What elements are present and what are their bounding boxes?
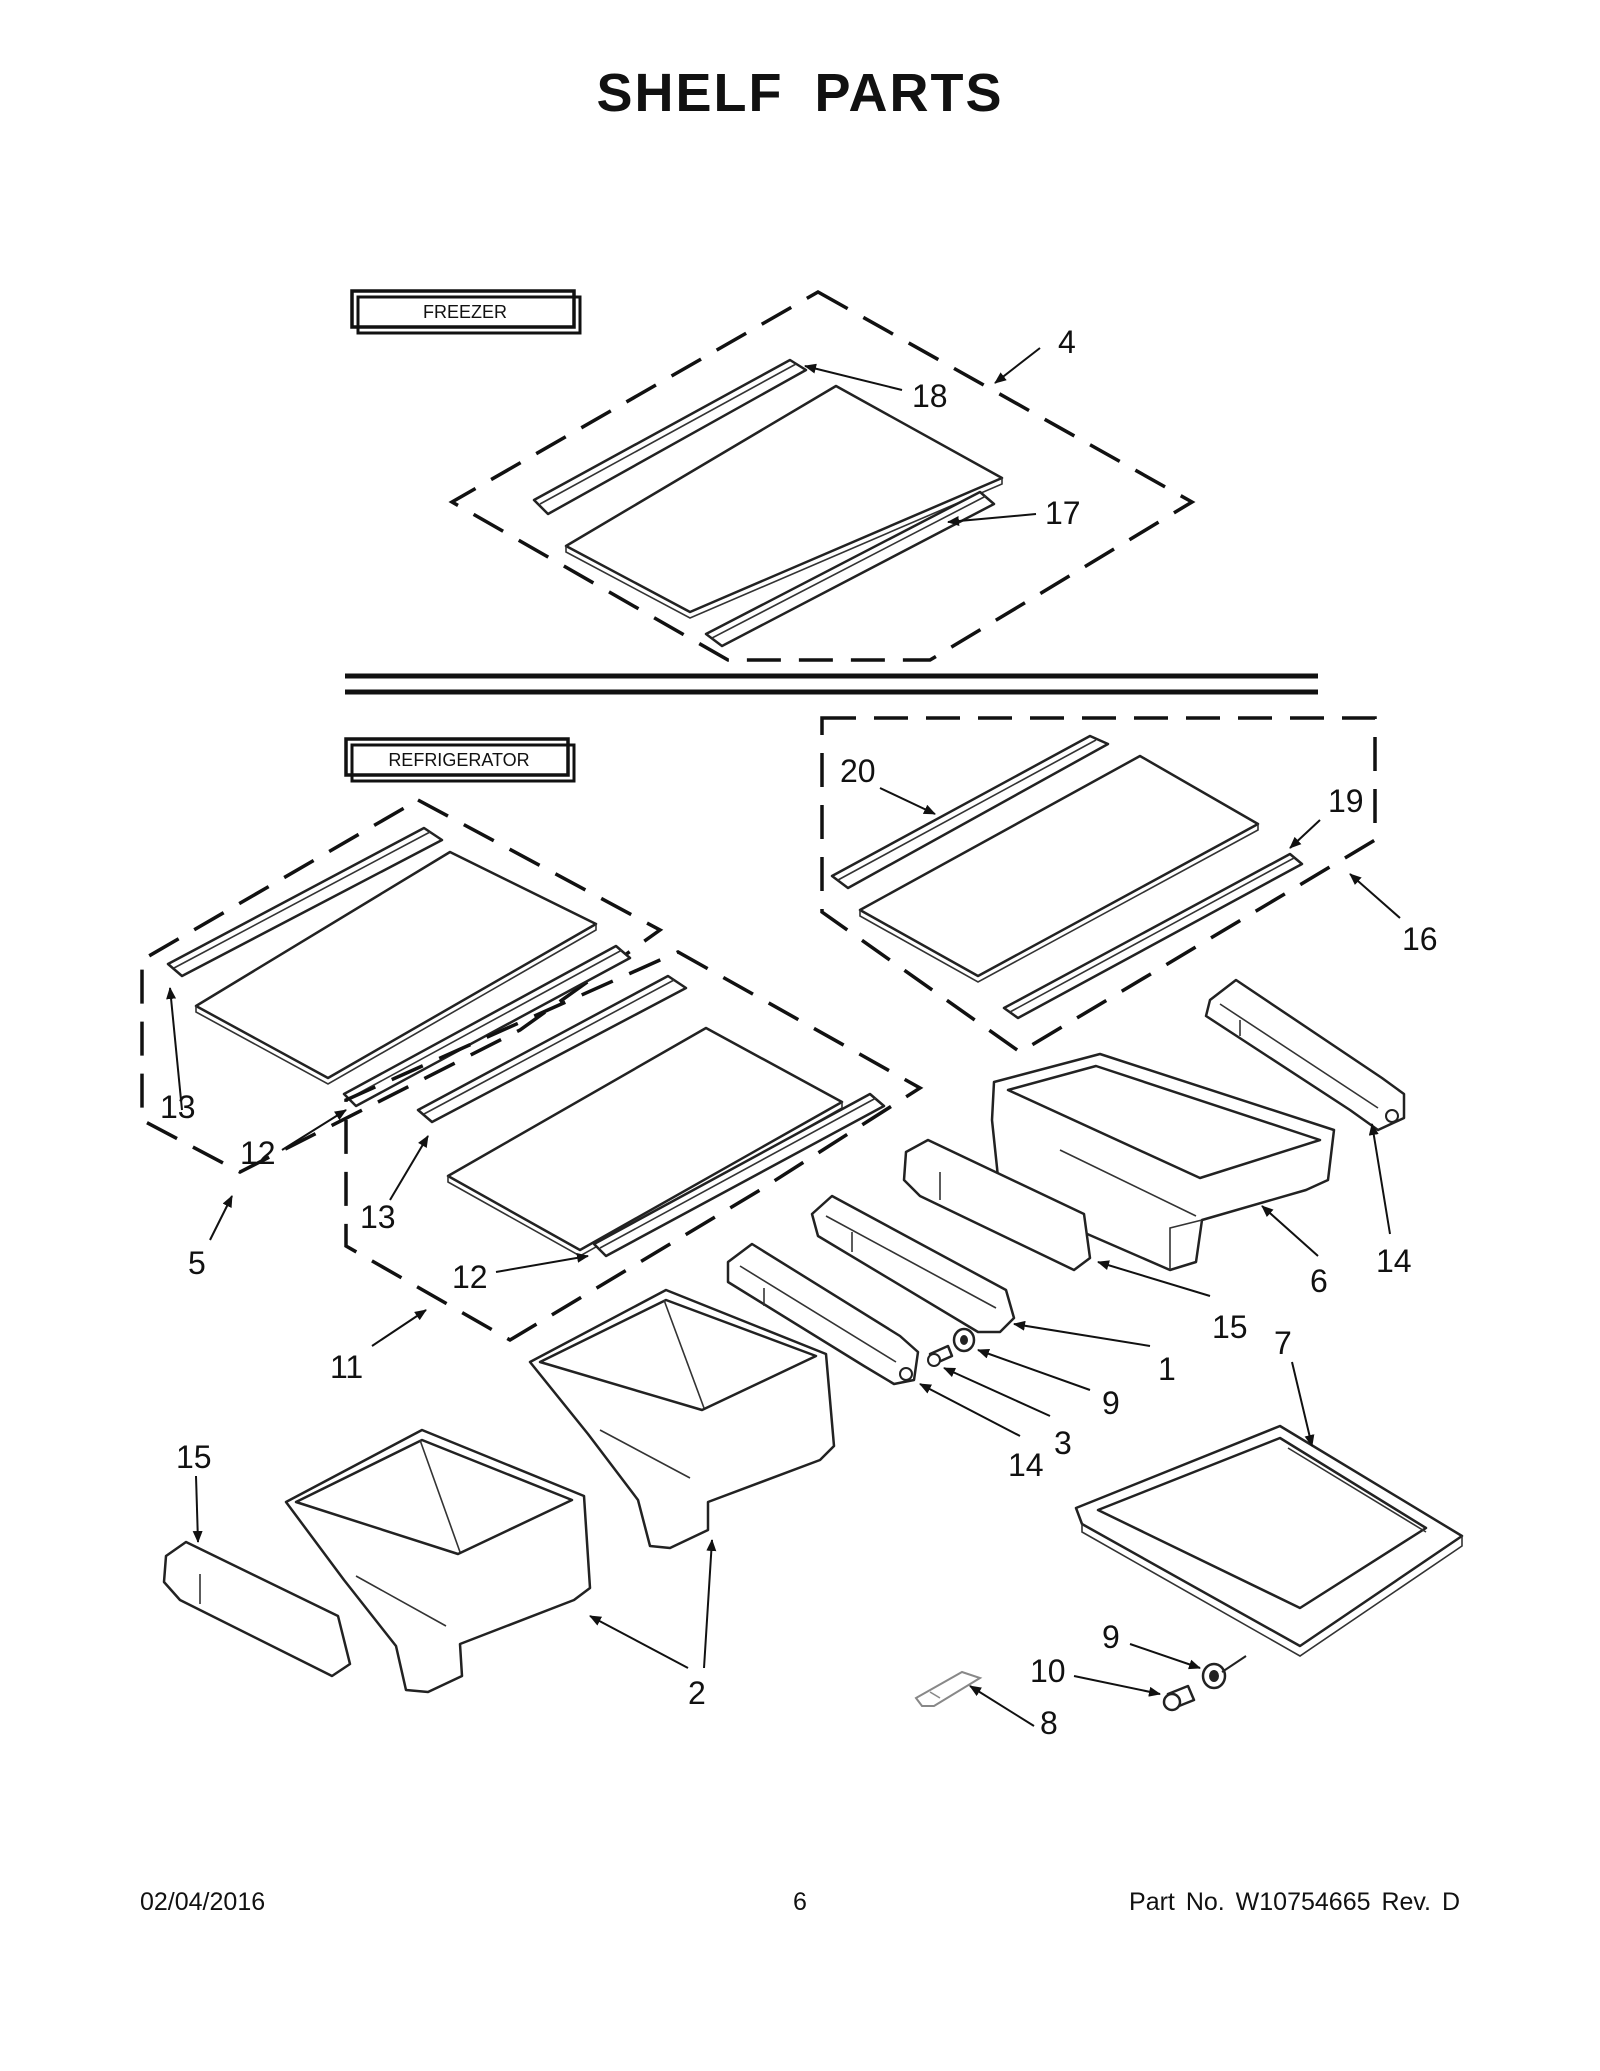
callout-13b: 13 xyxy=(360,1199,396,1235)
callout-9a: 9 xyxy=(1102,1385,1120,1421)
refrigerator-label: REFRIGERATOR xyxy=(388,750,529,770)
refrigerator-label-box: REFRIGERATOR xyxy=(344,737,576,783)
page-title: SHELF PARTS xyxy=(596,63,1004,123)
leader-12a xyxy=(281,1109,347,1151)
freezer-shelf-assembly-outline xyxy=(448,289,1196,662)
leader-11 xyxy=(371,1309,427,1347)
callout-19: 19 xyxy=(1328,783,1364,819)
crisper-cover xyxy=(1074,1424,1464,1657)
side-bracket-lower xyxy=(162,1540,352,1678)
callout-18: 18 xyxy=(912,378,948,414)
upper-right-glass-shelf xyxy=(858,754,1260,983)
leader-16 xyxy=(1349,873,1401,919)
upper-left-shelf-assembly-outline xyxy=(140,797,664,1174)
leader-6 xyxy=(1261,1205,1319,1257)
screw-3 xyxy=(927,1344,954,1367)
footer-date: 02/04/2016 xyxy=(140,1888,266,1916)
upper-right-shelf-rear-trim xyxy=(830,734,1110,890)
leader-3 xyxy=(943,1367,1051,1417)
callout-11: 11 xyxy=(330,1349,363,1385)
leader-18 xyxy=(804,363,903,391)
leader-2a xyxy=(589,1615,689,1669)
bumper-9b xyxy=(1201,1655,1247,1690)
freezer-shelf-front-trim xyxy=(704,490,996,648)
bumper-9a xyxy=(952,1327,976,1353)
upper-right-shelf-assembly-outline xyxy=(820,716,1377,1055)
callout-2: 2 xyxy=(688,1675,706,1711)
callout-8: 8 xyxy=(1040,1705,1058,1741)
freezer-label-box: FREEZER xyxy=(350,289,582,335)
upper-left-shelf-rear-trim xyxy=(166,826,444,978)
callout-9b: 9 xyxy=(1102,1619,1120,1655)
middle-left-shelf-assembly-outline xyxy=(344,950,924,1343)
leader-13a xyxy=(166,987,183,1111)
leader-20 xyxy=(879,787,936,815)
leader-13b xyxy=(389,1135,429,1201)
upper-right-shelf-front-trim xyxy=(1002,852,1304,1020)
callout-12b: 12 xyxy=(452,1259,488,1295)
leader-14a xyxy=(1368,1123,1391,1235)
retainer-clip-8 xyxy=(914,1670,983,1707)
callout-12a: 12 xyxy=(240,1135,276,1171)
middle-left-shelf-rear-trim xyxy=(416,974,688,1124)
side-bracket-upper xyxy=(902,1138,1092,1272)
crisper-drawer-left xyxy=(284,1428,592,1694)
leader-19 xyxy=(1289,819,1321,849)
callout-16: 16 xyxy=(1402,921,1438,957)
callout-14b: 14 xyxy=(1008,1447,1044,1483)
leader-14b xyxy=(919,1383,1021,1437)
callout-4: 4 xyxy=(1058,324,1076,360)
drawer-slide-rail xyxy=(810,1194,1016,1334)
callout-5: 5 xyxy=(188,1245,206,1281)
upper-left-shelf-front-trim xyxy=(342,944,632,1108)
leader-5 xyxy=(209,1195,233,1241)
callout-15a: 15 xyxy=(1212,1309,1248,1345)
middle-left-shelf-front-trim xyxy=(592,1092,886,1258)
callout-20: 20 xyxy=(840,753,876,789)
right-rail-lower xyxy=(726,1242,920,1386)
right-rail-upper xyxy=(1204,978,1406,1132)
callout-15b: 15 xyxy=(176,1439,212,1475)
leader-2b xyxy=(703,1539,717,1669)
leader-9a xyxy=(977,1348,1091,1391)
footer-part-number: Part No. W10754665 Rev. D xyxy=(1129,1888,1460,1916)
leader-1 xyxy=(1013,1320,1151,1347)
callout-17: 17 xyxy=(1045,495,1081,531)
leader-17 xyxy=(947,513,1037,526)
upper-left-glass-shelf xyxy=(194,850,598,1085)
leader-8 xyxy=(969,1685,1035,1727)
callout-13a: 13 xyxy=(160,1089,196,1125)
callout-10: 10 xyxy=(1030,1653,1066,1689)
leader-15b xyxy=(192,1475,203,1543)
leader-4 xyxy=(994,347,1041,384)
callout-7: 7 xyxy=(1274,1325,1292,1361)
freezer-label: FREEZER xyxy=(423,302,507,322)
leader-12b xyxy=(495,1252,589,1273)
crisper-drawer-right xyxy=(528,1288,836,1550)
leader-15a xyxy=(1097,1260,1211,1297)
callout-3: 3 xyxy=(1054,1425,1072,1461)
screw-10 xyxy=(1162,1684,1196,1712)
freezer-glass-shelf xyxy=(564,384,1004,619)
leader-7 xyxy=(1291,1361,1315,1447)
callout-6: 6 xyxy=(1310,1263,1328,1299)
leader-10 xyxy=(1073,1675,1161,1697)
leader-9b xyxy=(1129,1643,1201,1670)
callout-14a: 14 xyxy=(1376,1243,1412,1279)
callout-1: 1 xyxy=(1158,1351,1176,1387)
footer-page-number: 6 xyxy=(793,1888,807,1916)
